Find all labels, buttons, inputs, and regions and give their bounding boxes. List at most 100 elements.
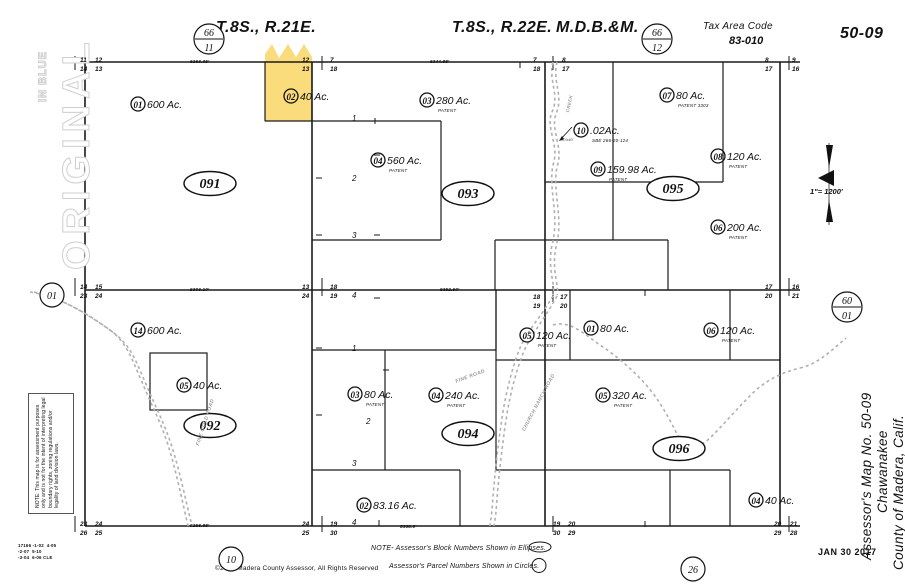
parcel-number-circle: 04 [748, 492, 764, 508]
svg-text:01: 01 [842, 311, 852, 322]
svg-text:08: 08 [714, 152, 724, 162]
distance-label-3: 5352.60' [440, 287, 460, 292]
parcel-patent-note: PATENT [389, 168, 408, 173]
parcel-lines-093 [312, 120, 442, 241]
adjoining-sheet-1[interactable]: 66 12 [637, 22, 677, 56]
quarter-section-numeral-5: 2 [366, 417, 371, 426]
parcel-number-circle: 03 [347, 386, 363, 402]
svg-text:14: 14 [134, 326, 144, 336]
parcel-patent-note: PATENT [722, 338, 741, 343]
block-ellipse-092[interactable]: 092 [182, 412, 238, 439]
distance-label-2: 5303.10' [190, 287, 210, 292]
distance-label-1: 5344.88' [430, 59, 450, 64]
block-ellipse-093[interactable]: 093 [440, 180, 496, 207]
parcel-patent-note: PATENT [614, 403, 633, 408]
svg-text:091: 091 [200, 177, 221, 192]
parcel-number-circle: 10 [573, 122, 589, 138]
svg-text:66: 66 [204, 28, 214, 39]
parcel-acreage: 240 Ac. [445, 390, 481, 402]
svg-text:04: 04 [752, 496, 762, 506]
parcel-acreage: 320 Ac. [612, 390, 648, 402]
disclaimer-note-box: NOTE: This map is for assessment purpose… [28, 393, 74, 514]
svg-text:04: 04 [374, 156, 384, 166]
watermark-in-blue: IN BLUE [37, 51, 50, 103]
svg-text:09: 09 [594, 165, 604, 175]
quarter-section-ticks [316, 62, 646, 527]
copyright-text: ©2003 Madera County Assessor, All Rights… [215, 565, 379, 572]
sheet-number: 50-09 [840, 25, 884, 42]
svg-text:04: 04 [432, 391, 442, 401]
parcel-lines-092 [149, 352, 208, 411]
svg-text:05: 05 [180, 381, 190, 391]
adjoining-sheet-4[interactable]: 10 [211, 546, 251, 572]
side-title-line2: Chawanakee [875, 430, 890, 513]
tax-area-code-label: Tax Area Code [703, 21, 773, 32]
svg-text:02: 02 [287, 92, 297, 102]
parcel-acreage: 40 Ac. [193, 380, 223, 392]
north-arrow-icon [818, 143, 834, 225]
adjoining-sheet-0[interactable]: 66 11 [189, 22, 229, 56]
quarter-section-numeral-0: 1 [352, 114, 357, 123]
dashed-road-creek [29, 61, 847, 527]
tax-area-code-value: 83-010 [729, 35, 764, 47]
parcel-acreage: 80 Ac. [676, 90, 706, 102]
svg-text:11: 11 [204, 43, 213, 54]
distance-label-4: 5258.88' [190, 523, 210, 528]
svg-text:66: 66 [652, 28, 662, 39]
svg-text:26: 26 [688, 565, 698, 576]
parcel-patent-note: PATENT [447, 403, 466, 408]
side-title-line1: Assessor's Map No. 50-09 [859, 392, 874, 561]
legend-circle-symbol [531, 558, 547, 573]
parcel-lines-094 [312, 290, 497, 526]
highlighted-parcel-02[interactable] [265, 44, 312, 62]
parcel-acreage: 120 Ac. [536, 330, 572, 342]
block-ellipse-094[interactable]: 094 [440, 420, 496, 447]
parcel-patent-note: PATENT [609, 177, 628, 182]
parcel-number-circle: 02 [283, 88, 299, 104]
parcel-patent-note: PATENT 3303 [678, 103, 709, 108]
svg-text:01: 01 [47, 291, 57, 302]
distance-label-0: 5263.35' [190, 59, 210, 64]
svg-text:095: 095 [663, 182, 684, 197]
parcel-number-circle: 05 [595, 387, 611, 403]
svg-text:07: 07 [663, 91, 673, 101]
svg-text:10: 10 [577, 126, 587, 136]
meridian-label: M.D.B.&M. [556, 19, 639, 36]
svg-text:06: 06 [707, 326, 717, 336]
corner-ticks [74, 56, 790, 532]
parcel-number-circle: 02 [356, 497, 372, 513]
svg-text:03: 03 [423, 96, 433, 106]
block-ellipse-091[interactable]: 091 [182, 170, 238, 197]
svg-text:10: 10 [226, 555, 236, 566]
block-ellipse-095[interactable]: 095 [645, 175, 701, 202]
parcel-patent-note: PATENT [729, 164, 748, 169]
parcel-acreage: 80 Ac. [364, 389, 394, 401]
parcel-number-circle: 04 [428, 387, 444, 403]
parcel-number-circle: 05 [176, 377, 192, 393]
parcel-acreage: 560 Ac. [387, 155, 423, 167]
revision-codes: 17166 -1-02 4-05 -2-07 5-10 -3-04 6-06 C… [18, 543, 57, 560]
block-ellipse-096[interactable]: 096 [651, 435, 707, 462]
svg-text:60: 60 [842, 296, 852, 307]
quarter-section-numeral-6: 3 [352, 459, 357, 468]
parcel-number-circle: 05 [519, 327, 535, 343]
parcel-acreage: 120 Ac. [727, 151, 763, 163]
svg-text:02: 02 [360, 501, 370, 511]
township-right-label: T.8S., R.22E. [452, 19, 553, 36]
parcel-number-circle: 06 [710, 219, 726, 235]
distance-label-5: 5368.9' [400, 524, 417, 529]
adjoining-sheet-2[interactable]: 60 01 [827, 290, 867, 324]
parcel-number-circle: 06 [703, 322, 719, 338]
quarter-section-numeral-2: 3 [352, 231, 357, 240]
parcel-10-dimension: 30'x40' [561, 137, 574, 142]
svg-text:093: 093 [458, 187, 479, 202]
watermark-original: ORIGINAL [56, 36, 99, 271]
quarter-section-numeral-3: 4 [352, 291, 357, 300]
adjoining-sheet-3[interactable]: 01 [32, 282, 72, 308]
adjoining-sheet-5[interactable]: 26 [673, 556, 713, 582]
svg-text:092: 092 [200, 419, 221, 434]
parcel-patent-note: PATENT [438, 108, 457, 113]
disclaimer-note-text: NOTE: This map is for assessment purpose… [35, 397, 60, 508]
parcel-acreage: 83.16 Ac. [373, 500, 417, 512]
